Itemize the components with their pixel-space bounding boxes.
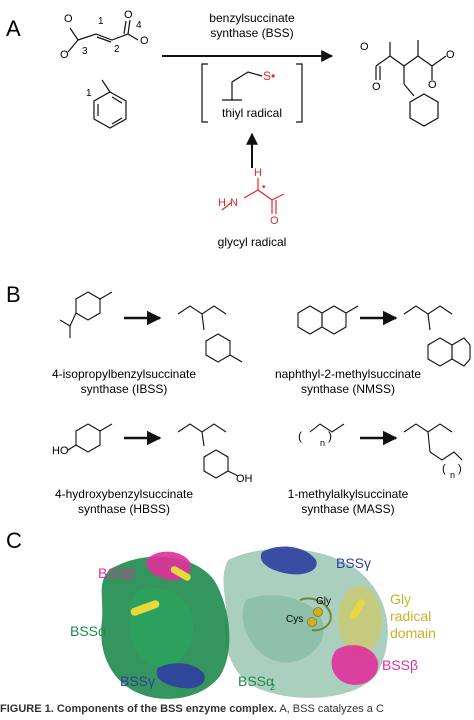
- atom-number-1-fumarate: 4: [136, 20, 142, 31]
- glycyl-radical-label: glycyl radical: [218, 235, 287, 249]
- mass-reactant-n: n: [320, 438, 325, 448]
- product-o-1: O: [360, 41, 369, 53]
- label-bss-gamma-right: BSSγ: [336, 555, 371, 571]
- glycyl-nh: N: [230, 197, 238, 209]
- fumarate-o-top: O: [124, 9, 133, 21]
- label-bss-beta-right: BSSβ: [382, 657, 418, 673]
- atom-number-3: 1: [98, 16, 104, 27]
- mass-product: [403, 423, 463, 461]
- mass-reactant: [309, 423, 345, 433]
- label-bss-gamma-left: BSSγ: [120, 673, 155, 689]
- atom-number-1-toluene: 1: [86, 88, 92, 99]
- label-cys: Cys: [286, 614, 303, 625]
- caption-text: A, BSS catalyzes a C: [276, 703, 384, 715]
- mass-name-line2: synthase (MASS): [301, 502, 394, 516]
- mass-product-bracket: (: [442, 463, 446, 475]
- panel-b-label: B: [6, 282, 21, 307]
- glycyl-structure: [221, 178, 285, 214]
- thiyl-sulfur-radical: S•: [263, 69, 275, 83]
- toluene-structure: [93, 79, 127, 129]
- nmss-name-line2: synthase (NMSS): [301, 382, 395, 396]
- thiyl-radical-label: thiyl radical: [222, 106, 282, 120]
- product-o-3: O: [446, 49, 455, 61]
- panel-a-label: A: [6, 16, 21, 41]
- enzyme-name-line1: benzylsuccinate: [209, 11, 295, 25]
- thiyl-bracket: [201, 63, 303, 123]
- glycyl-radical-dot: •: [262, 182, 266, 193]
- hbss-reactant-oh: HO: [52, 445, 69, 457]
- hbss-product-oh: OH: [236, 473, 253, 485]
- nmss-reactant: [297, 305, 359, 335]
- label-gly: Gly: [316, 596, 331, 607]
- enzyme-name-line2: synthase (BSS): [210, 26, 293, 40]
- ibss-name-line2: synthase (IBSS): [81, 382, 168, 396]
- fumarate-structure: [67, 19, 139, 53]
- product-o-2: O: [372, 81, 381, 93]
- hbss-reactant: [67, 423, 113, 453]
- mass-reactant-bracket-close: ): [328, 429, 332, 443]
- panel-c-label: C: [6, 528, 22, 553]
- hbss-name-line1: 4-hydroxybenzylsuccinate: [55, 487, 193, 501]
- hbss-name-line2: synthase (HBSS): [78, 502, 170, 516]
- fumarate-o-right: O: [140, 35, 149, 47]
- label-gly-radical-line1: Gly: [390, 591, 411, 607]
- benzylsuccinate-structure: [375, 40, 447, 127]
- mass-name-line1: 1-methylalkylsuccinate: [288, 487, 409, 501]
- mass-product-bracket-close: ): [458, 463, 462, 475]
- label-bss-beta-left: BSSβ: [98, 565, 134, 581]
- glycyl-h: H: [254, 167, 262, 179]
- label-bss-alpha: BSSα: [70, 623, 106, 639]
- label-gly-radical-line3: domain: [390, 625, 436, 641]
- ibss-name-line1: 4-isopropylbenzylsuccinate: [52, 367, 196, 381]
- protein-structure-image: [101, 546, 388, 699]
- atom-number-2: 2: [114, 44, 120, 55]
- hbss-product: [177, 423, 239, 479]
- mass-reactant-bracket: (: [298, 429, 302, 443]
- caption-bold: FIGURE 1. Components of the BSS enzyme c…: [0, 703, 277, 715]
- glycyl-o: O: [270, 215, 279, 227]
- figure-caption: FIGURE 1. Components of the BSS enzyme c…: [0, 703, 474, 720]
- glycyl-nh-h: H: [218, 197, 226, 209]
- label-bss-alpha2: BSSα: [238, 673, 274, 689]
- nmss-product: [403, 305, 471, 367]
- atom-number-4: 3: [82, 46, 88, 57]
- ibss-reactant: [59, 291, 113, 338]
- ibss-product: [177, 305, 243, 363]
- fumarate-minus-left: O: [64, 13, 73, 25]
- nmss-name-line1: naphthyl-2-methylsuccinate: [275, 367, 421, 381]
- label-gly-radical-line2: radical: [390, 608, 431, 624]
- mass-product-n: n: [450, 470, 455, 480]
- fumarate-o-left: O: [60, 49, 69, 61]
- label-bss-alpha2-subscript: 2: [270, 682, 275, 692]
- product-o-4: O: [428, 79, 437, 91]
